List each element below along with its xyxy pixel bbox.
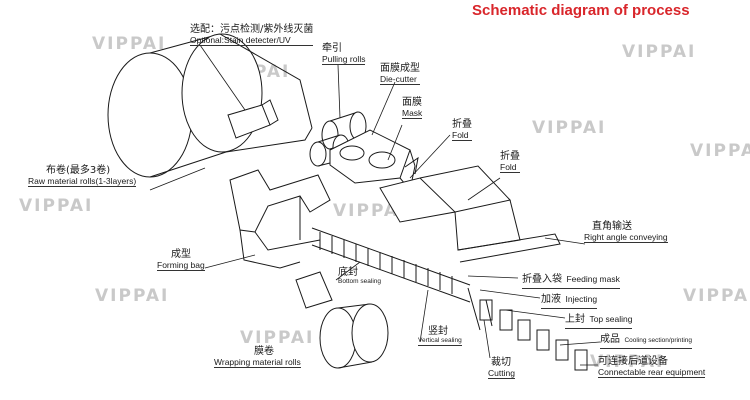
label-en: Die-cutter xyxy=(380,74,420,86)
label-cutting: 裁切 Cutting xyxy=(488,357,515,380)
label-raw-material: 布卷(最多3卷) Raw material rolls(1-3layers) xyxy=(28,165,137,188)
label-wrapping-rolls: 膜卷 Wrapping material rolls xyxy=(214,346,301,369)
watermark: VIPPAI xyxy=(683,286,750,306)
label-injecting: 加液 Injecting xyxy=(541,290,598,309)
label-en: Bottom sealing xyxy=(338,277,381,285)
label-en: Right angle conveying xyxy=(584,231,668,244)
bag-conveyor xyxy=(311,227,471,303)
die-cutter xyxy=(329,129,419,192)
label-en: Feeding mask xyxy=(566,274,620,284)
wrapping-material-roll xyxy=(319,303,389,369)
forming-bag xyxy=(229,169,331,269)
label-rear-equipment: 可连接后道设备 Connectable rear equipment xyxy=(598,356,706,379)
label-en: Wrapping material rolls xyxy=(214,356,301,369)
bottom-sealing-unit xyxy=(295,271,333,309)
watermark: VIPPAI xyxy=(95,286,170,306)
leader-lines xyxy=(149,44,601,366)
watermark: VIPPAI xyxy=(240,328,315,348)
watermark: VIPPAI xyxy=(690,141,750,161)
label-en: Top sealing xyxy=(589,314,633,324)
label-stain-detector: 选配：污点检测/紫外线灭菌 Optional:Stain detecter/UV xyxy=(190,24,314,47)
label-en: Fold xyxy=(452,130,472,142)
label-zh: 直角输送 xyxy=(592,221,632,232)
label-zh: 成品 xyxy=(600,334,620,345)
cut-bags xyxy=(467,287,588,371)
label-zh: 折叠 xyxy=(452,119,472,130)
label-bottom-sealing: 底封 Bottom sealing xyxy=(338,267,381,285)
label-zh: 成型 xyxy=(171,249,191,260)
label-feeding-mask: 折叠入袋 Feeding mask xyxy=(522,270,620,289)
label-top-sealing: 上封 Top sealing xyxy=(565,310,633,329)
label-zh: 膜卷 xyxy=(254,346,274,357)
watermark: VIPPAI xyxy=(19,196,94,216)
label-en: Injecting xyxy=(565,294,598,304)
watermark: VIPPAI xyxy=(333,201,408,221)
label-en: Mask xyxy=(402,107,423,120)
label-en: Cutting xyxy=(488,367,515,380)
label-zh: 竖封 xyxy=(428,326,448,337)
label-zh: 折叠入袋 xyxy=(522,274,562,285)
label-zh: 加液 xyxy=(541,294,561,305)
diagram-title: Schematic diagram of process xyxy=(472,2,690,19)
watermark: VIPPAI xyxy=(590,352,665,372)
label-en: Raw material rolls(1-3layers) xyxy=(28,175,137,188)
label-forming-bag: 成型 Forming bag xyxy=(157,249,205,272)
label-pulling-rolls: 牵引 Pulling rolls xyxy=(322,43,366,66)
label-en: Connectable rear equipment xyxy=(598,366,706,379)
label-zh: 可连接后道设备 xyxy=(598,356,668,367)
label-zh: 面膜 xyxy=(402,97,422,108)
watermark: VIPPAI xyxy=(532,118,607,138)
label-en: Forming bag xyxy=(157,259,205,272)
label-zh: 面膜成型 xyxy=(380,63,420,74)
watermark: VIPPAI xyxy=(622,42,697,62)
label-zh: 裁切 xyxy=(491,357,511,368)
label-right-angle: 直角输送 Right angle conveying xyxy=(584,221,668,244)
label-en: Cooling section/printing xyxy=(624,337,693,344)
stain-detector-box xyxy=(227,99,279,139)
label-fold-2: 折叠 Fold xyxy=(500,151,520,174)
label-zh: 上封 xyxy=(565,314,585,325)
label-en: Pulling rolls xyxy=(322,53,366,66)
label-en: Fold xyxy=(500,162,520,174)
watermark: VIPPAI xyxy=(92,34,167,54)
label-zh: 底封 xyxy=(338,267,358,278)
label-en: Optional:Stain detecter/UV xyxy=(190,35,314,47)
label-die-cutter: 面膜成型 Die-cutter xyxy=(380,63,420,86)
label-vertical-sealing: 竖封 Vertical sealing xyxy=(418,326,462,347)
label-cooling: 成品 Cooling section/printing xyxy=(600,330,693,349)
fold-section xyxy=(379,165,561,263)
label-fold-1: 折叠 Fold xyxy=(452,119,472,142)
label-mask: 面膜 Mask xyxy=(402,97,423,120)
label-en: Vertical sealing xyxy=(418,337,462,347)
label-zh: 布卷(最多3卷) xyxy=(46,165,111,176)
raw-material-roll xyxy=(107,33,313,178)
label-zh: 折叠 xyxy=(500,151,520,162)
label-zh: 选配：污点检测/紫外线灭菌 xyxy=(190,24,314,35)
label-zh: 牵引 xyxy=(322,43,342,54)
